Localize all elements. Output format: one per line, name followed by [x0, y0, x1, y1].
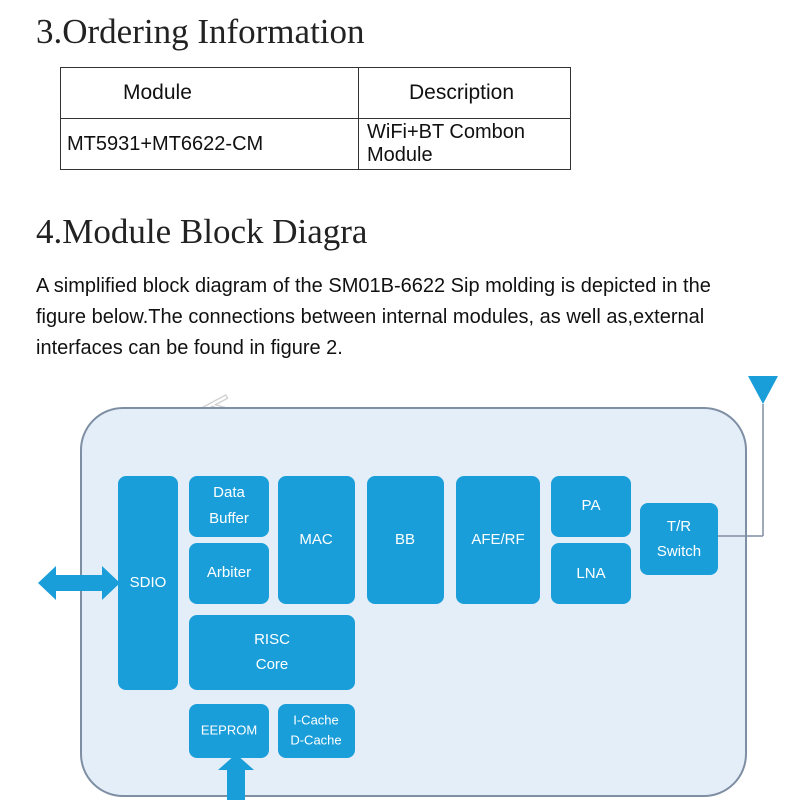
icache-label: I-Cache — [293, 712, 339, 727]
cell-description: WiFi+BT Combon Module — [358, 118, 571, 170]
pa-label: PA — [582, 497, 601, 514]
risc-core-block: RISC Core — [189, 615, 355, 690]
up-arrow-icon — [218, 754, 254, 800]
risc-core-label-1: RISC — [254, 631, 290, 648]
data-buffer-label-1: Data — [213, 484, 245, 501]
description-line-3: interfaces can be found in figure 2. — [36, 337, 343, 359]
block-diagram: K RF - SDIO Data Buffer Arbiter MAC BB — [38, 376, 778, 800]
sdio-label: SDIO — [130, 574, 167, 591]
bidirectional-arrow-icon — [38, 566, 120, 600]
data-buffer-block: Data Buffer — [189, 476, 269, 537]
bb-label: BB — [395, 531, 415, 548]
eeprom-arrow — [218, 754, 254, 800]
cache-block: I-Cache D-Cache — [278, 704, 355, 758]
bb-block: BB — [367, 476, 444, 604]
antenna-triangle — [748, 376, 778, 404]
antenna-icon — [718, 376, 778, 537]
section-title-ordering: 3.Ordering Information — [36, 12, 365, 51]
description-paragraph: A simplified block diagram of the SM01B-… — [36, 271, 756, 364]
tr-switch-label-1: T/R — [667, 518, 691, 535]
mac-label: MAC — [299, 531, 333, 548]
sdio-arrow — [38, 566, 120, 600]
mac-block: MAC — [278, 476, 355, 604]
risc-core-label-2: Core — [256, 656, 289, 673]
ordering-table: Module Description MT5931+MT6622-CM WiFi… — [60, 67, 571, 170]
sdio-block: SDIO — [118, 476, 178, 690]
eeprom-block: EEPROM — [189, 704, 269, 758]
dcache-label: D-Cache — [290, 732, 341, 747]
tr-switch-label-2: Switch — [657, 543, 701, 560]
afe-rf-block: AFE/RF — [456, 476, 540, 604]
pa-block: PA — [551, 476, 631, 537]
table-header-row: Module Description — [60, 67, 571, 119]
lna-label: LNA — [576, 565, 605, 582]
tr-switch-block: T/R Switch — [640, 503, 718, 575]
description-line-2: figure below.The connections between int… — [36, 306, 705, 328]
afe-rf-label: AFE/RF — [471, 531, 524, 548]
section-title-block-diagram: 4.Module Block Diagra — [36, 212, 368, 251]
data-buffer-label-2: Buffer — [209, 510, 249, 527]
cell-module: MT5931+MT6622-CM — [60, 118, 359, 170]
column-header-description: Description — [358, 67, 571, 119]
arbiter-label: Arbiter — [207, 564, 251, 581]
table-row: MT5931+MT6622-CM WiFi+BT Combon Module — [60, 118, 571, 170]
column-header-module: Module — [60, 67, 359, 119]
lna-block: LNA — [551, 543, 631, 604]
description-line-1: A simplified block diagram of the SM01B-… — [36, 275, 711, 297]
eeprom-label: EEPROM — [201, 722, 257, 737]
arbiter-block: Arbiter — [189, 543, 269, 604]
